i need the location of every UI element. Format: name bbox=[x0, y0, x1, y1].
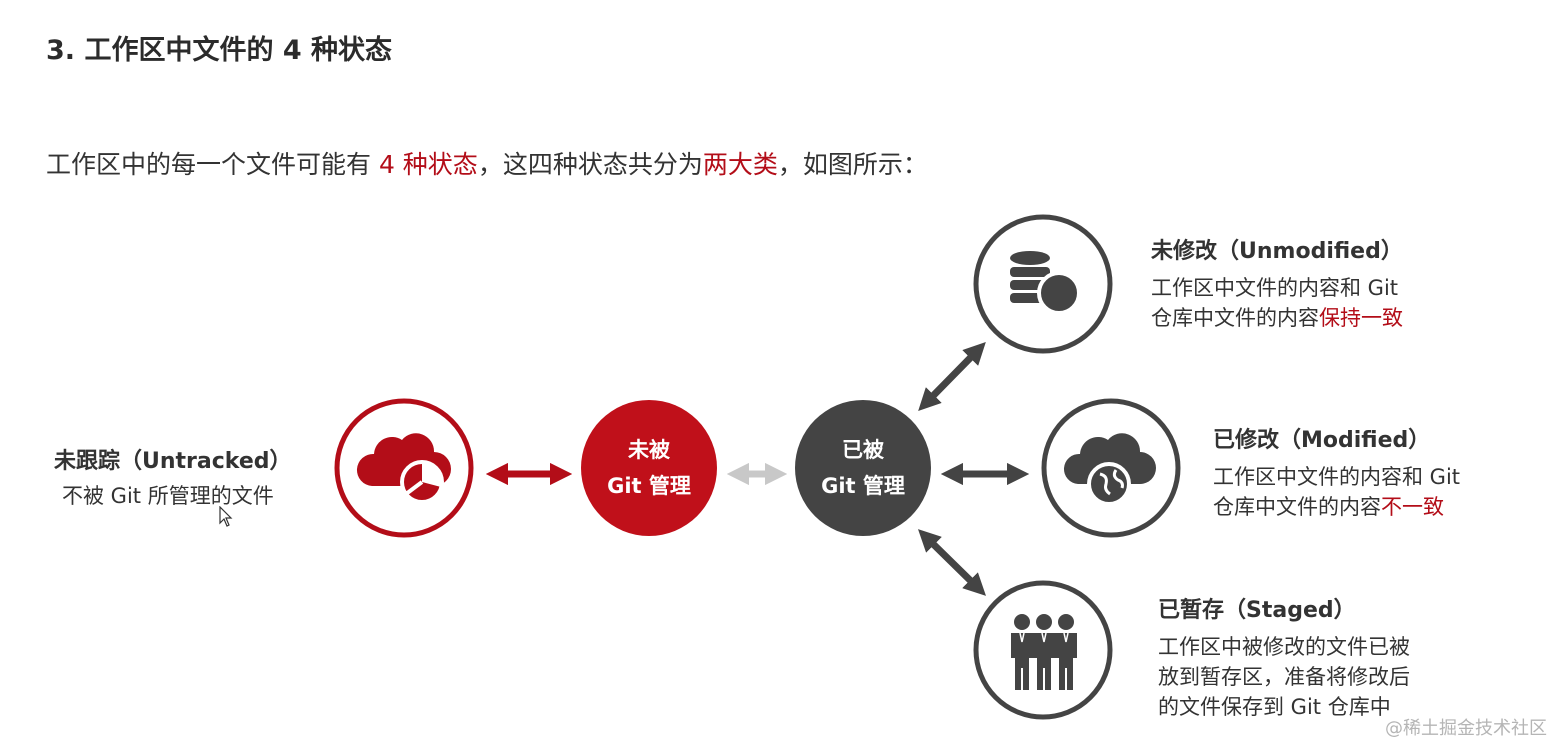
modified-block: 已修改（Modified） 工作区中文件的内容和 Git 仓库中文件的内容不一致 bbox=[1213, 422, 1460, 522]
unmanaged-node-label: 未被 Git 管理 bbox=[579, 432, 719, 504]
managed-node-label: 已被 Git 管理 bbox=[793, 432, 933, 504]
arrow-managed-staged bbox=[918, 529, 986, 596]
modified-line1: 工作区中文件的内容和 Git bbox=[1213, 465, 1461, 489]
arrow-managed-unmodified bbox=[918, 342, 986, 411]
unmodified-line2: 仓库中文件的内容保持一致 bbox=[1151, 303, 1403, 333]
intro-text: 工作区中的每一个文件可能有 4 种状态，这四种状态共分为两大类，如图所示： bbox=[46, 145, 928, 181]
intro-part1: 工作区中的每一个文件可能有 bbox=[46, 150, 379, 179]
intro-highlight-states: 4 种状态 bbox=[378, 150, 478, 179]
modified-highlight: 不一致 bbox=[1381, 495, 1444, 519]
staged-block: 已暂存（Staged） 工作区中被修改的文件已被 放到暂存区，准备将修改后 的文… bbox=[1158, 592, 1410, 722]
unmodified-line1: 工作区中文件的内容和 Git bbox=[1151, 276, 1399, 300]
untracked-heading: 未跟踪（Untracked） bbox=[54, 449, 292, 474]
unmanaged-line2: Git 管理 bbox=[607, 474, 691, 498]
managed-line2: Git 管理 bbox=[821, 474, 905, 498]
unmanaged-node bbox=[581, 400, 717, 536]
managed-line1: 已被 bbox=[842, 438, 884, 462]
staged-line2: 放到暂存区，准备将修改后 bbox=[1158, 665, 1410, 689]
unmodified-heading: 未修改（Unmodified） bbox=[1151, 239, 1403, 264]
staged-line3: 的文件保存到 Git 仓库中 bbox=[1158, 695, 1391, 719]
database-icon bbox=[1010, 251, 1081, 315]
intro-highlight-categories: 两大类 bbox=[702, 150, 778, 179]
intro-part2: ，这四种状态共分为 bbox=[477, 150, 703, 179]
untracked-desc: 不被 Git 所管理的文件 bbox=[62, 484, 274, 508]
modified-line2: 仓库中文件的内容不一致 bbox=[1213, 492, 1460, 522]
modified-line2-text: 仓库中文件的内容 bbox=[1213, 495, 1381, 519]
unmodified-highlight: 保持一致 bbox=[1319, 306, 1403, 330]
managed-node bbox=[795, 400, 931, 536]
mouse-cursor-icon bbox=[219, 506, 233, 527]
unmanaged-line1: 未被 bbox=[628, 438, 670, 462]
cloud-globe-icon bbox=[1063, 433, 1156, 506]
page-title: 3. 工作区中文件的 4 种状态 bbox=[46, 35, 393, 66]
unmodified-line2-text: 仓库中文件的内容 bbox=[1151, 306, 1319, 330]
staged-heading: 已暂存（Staged） bbox=[1158, 598, 1356, 623]
modified-heading: 已修改（Modified） bbox=[1213, 428, 1431, 453]
intro-part3: ，如图所示： bbox=[777, 150, 928, 179]
cloud-chart-icon bbox=[356, 433, 451, 504]
staged-line1: 工作区中被修改的文件已被 bbox=[1158, 635, 1410, 659]
people-group-icon bbox=[1011, 614, 1077, 690]
untracked-block: 未跟踪（Untracked） 不被 Git 所管理的文件 bbox=[54, 443, 292, 511]
watermark: @稀土掘金技术社区 bbox=[1385, 718, 1547, 739]
unmodified-block: 未修改（Unmodified） 工作区中文件的内容和 Git 仓库中文件的内容保… bbox=[1151, 233, 1403, 333]
